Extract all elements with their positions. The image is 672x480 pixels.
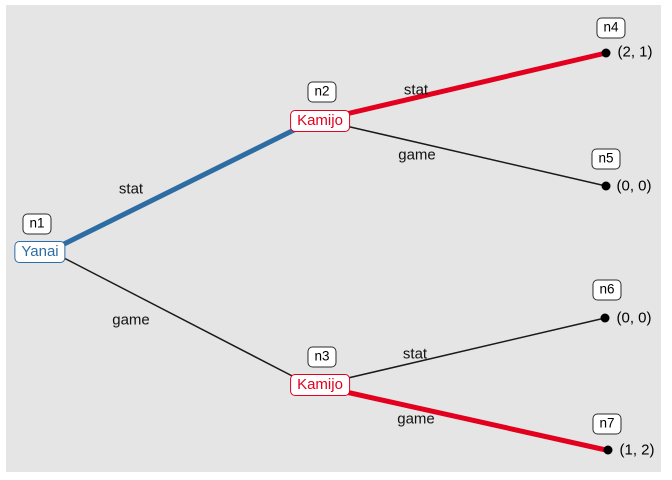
- payoff-n6: (0, 0): [616, 309, 652, 327]
- node-tag-n1: n1: [22, 213, 52, 235]
- edge-label-n2-n5: game: [398, 146, 436, 164]
- terminal-dot-n6: [600, 313, 610, 323]
- node-tag-n7: n7: [592, 413, 622, 435]
- edge-n1-n2: [58, 124, 302, 249]
- payoff-n7: (1, 2): [619, 441, 655, 459]
- payoff-n4: (2, 1): [617, 43, 653, 61]
- edge-n2-n5: [345, 125, 607, 187]
- edge-n1-n3: [63, 257, 301, 381]
- player-box-n3-kamijo: Kamijo: [290, 374, 350, 396]
- edge-label-n2-n4: stat: [403, 81, 429, 99]
- node-tag-n5: n5: [591, 148, 621, 170]
- node-tag-n4: n4: [596, 17, 626, 39]
- edge-n3-n7: [345, 389, 607, 453]
- player-box-n1-yanai: Yanai: [14, 241, 66, 263]
- node-tag-n3: n3: [307, 346, 337, 368]
- terminal-dot-n7: [603, 445, 613, 455]
- payoff-n5: (0, 0): [616, 177, 652, 195]
- edge-label-n1-n3: game: [112, 311, 150, 329]
- edge-label-n3-n7: game: [397, 410, 435, 428]
- node-tag-n6: n6: [592, 279, 622, 301]
- edge-label-n3-n6: stat: [402, 345, 428, 363]
- edge-n2-n4: [345, 50, 607, 117]
- node-tag-n2: n2: [307, 81, 337, 103]
- edge-label-n1-n2: stat: [118, 180, 144, 198]
- terminal-dot-n5: [601, 181, 611, 191]
- player-box-n2-kamijo: Kamijo: [290, 110, 350, 132]
- edge-n3-n6: [347, 317, 606, 379]
- terminal-dot-n4: [601, 48, 611, 58]
